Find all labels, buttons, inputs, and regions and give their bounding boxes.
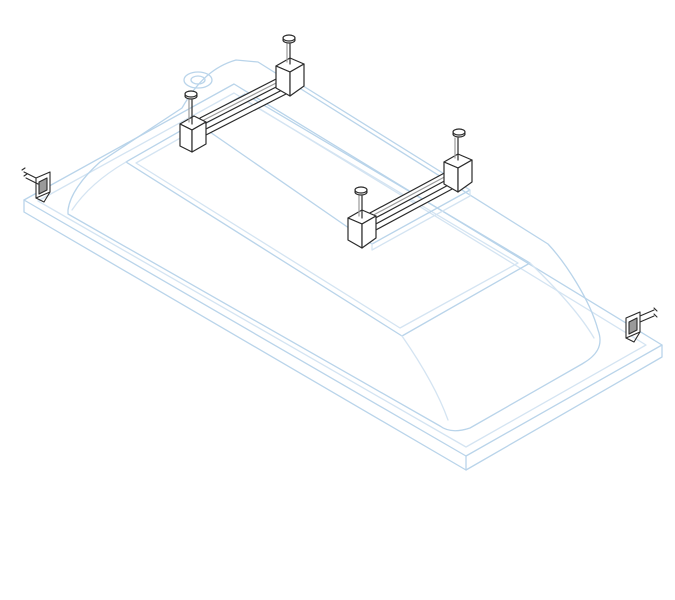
frame-end-block: [179, 115, 207, 153]
support-frame-2: [347, 128, 473, 249]
adjustable-leg: [354, 186, 368, 219]
frame-rail-shade: [199, 79, 283, 123]
tub-rim-edge: [23, 199, 663, 471]
drain-hole-inner: [190, 75, 206, 85]
frame-end-block: [443, 153, 473, 193]
wall-bracket-right: [625, 307, 658, 343]
frame-rail-shade: [367, 173, 451, 219]
drain-hole: [183, 71, 213, 89]
tub-basin-crease-front: [401, 335, 449, 421]
screw-icon: [21, 167, 39, 185]
adjustable-leg: [282, 34, 296, 65]
adjustable-leg: [184, 90, 198, 125]
tub-basin-outline: [67, 59, 601, 432]
screw-icon: [639, 307, 658, 323]
frame-end-block: [275, 57, 305, 97]
tub-center-plate-edge: [371, 189, 471, 251]
support-frame-1: [179, 34, 305, 153]
tub-rim-top: [23, 83, 663, 457]
wall-bracket-left: [21, 167, 51, 203]
tub-basin-crease-left: [71, 161, 127, 211]
tub-rim-inner: [37, 92, 647, 448]
adjustable-leg: [452, 128, 466, 161]
bathtub: [23, 59, 663, 471]
tub-basin-crease-right: [529, 262, 595, 339]
